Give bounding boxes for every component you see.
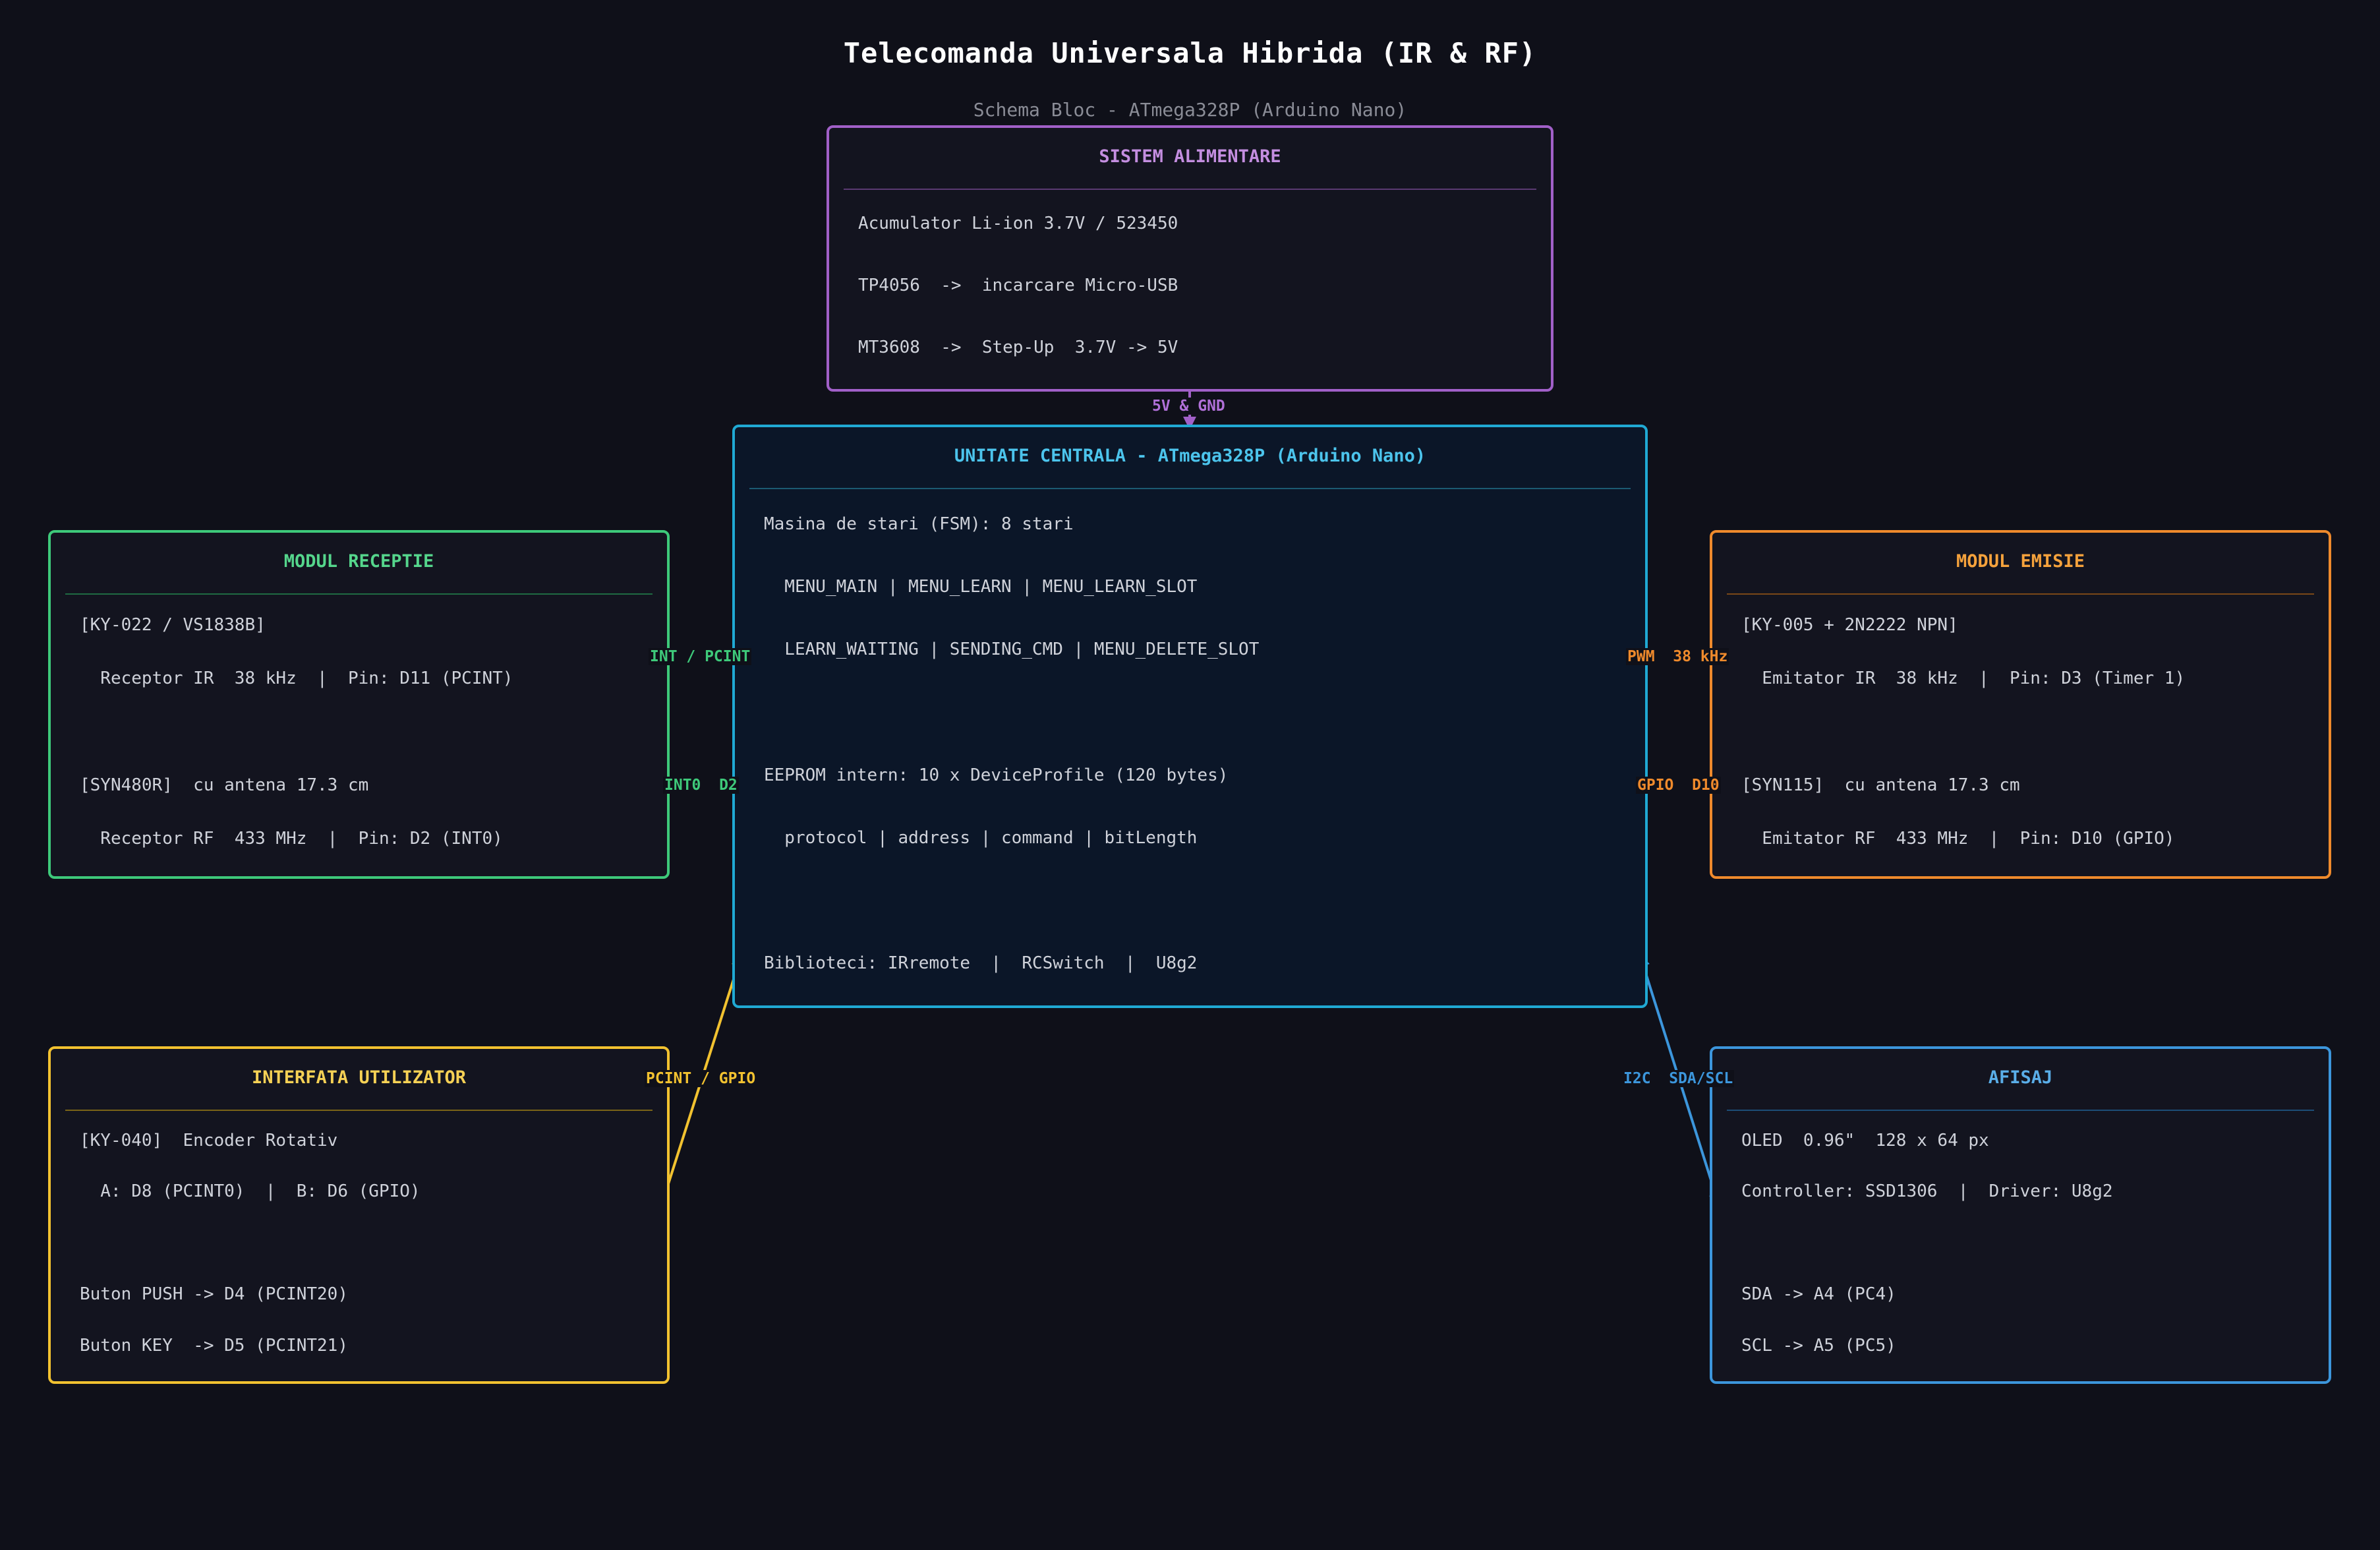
rf-tx-link-label: GPIO D10: [1636, 777, 1721, 794]
user-interface-title: INTERFATA UTILIZATOR: [65, 1067, 653, 1111]
display-line: OLED 0.96" 128 x 64 px: [1741, 1131, 1989, 1150]
central-line: EEPROM intern: 10 x DeviceProfile (120 b…: [764, 765, 1229, 785]
ui-link-label: PCINT / GPIO: [645, 1070, 757, 1087]
reception-line: [KY-022 / VS1838B]: [80, 615, 266, 635]
central-line: LEARN_WAITING | SENDING_CMD | MENU_DELET…: [764, 640, 1260, 659]
display-line: Controller: SSD1306 | Driver: U8g2: [1741, 1181, 2113, 1201]
ui-line: A: D8 (PCINT0) | B: D6 (GPIO): [80, 1181, 421, 1201]
ui-line: Buton KEY -> D5 (PCINT21): [80, 1336, 348, 1356]
display-line: SCL -> A5 (PC5): [1741, 1336, 1896, 1356]
emission-line: [KY-005 + 2N2222 NPN]: [1741, 615, 1958, 635]
reception-line: Receptor IR 38 kHz | Pin: D11 (PCINT): [80, 669, 513, 688]
power-line: TP4056 -> incarcare Micro-USB: [858, 276, 1178, 295]
emission-module-box: MODUL EMISIE [KY-005 + 2N2222 NPN] Emita…: [1710, 530, 2331, 879]
emission-line: Emitator RF 433 MHz | Pin: D10 (GPIO): [1741, 829, 2175, 849]
user-interface-box: INTERFATA UTILIZATOR [KY-040] Encoder Ro…: [48, 1046, 670, 1384]
central-line: Biblioteci: IRremote | RCSwitch | U8g2: [764, 953, 1198, 973]
ir-rx-link-label: INT / PCINT: [649, 648, 752, 665]
diagram-title: Telecomanda Universala Hibrida (IR & RF): [843, 37, 1537, 69]
central-unit-title: UNITATE CENTRALA - ATmega328P (Arduino N…: [749, 446, 1631, 489]
reception-module-title: MODUL RECEPTIE: [65, 551, 653, 595]
reception-line: [SYN480R] cu antena 17.3 cm: [80, 775, 369, 795]
display-link-label: I2C SDA/SCL: [1622, 1070, 1735, 1087]
reception-module-box: MODUL RECEPTIE [KY-022 / VS1838B] Recept…: [48, 530, 670, 879]
power-system-title: SISTEM ALIMENTARE: [844, 146, 1536, 190]
power-line: Acumulator Li-ion 3.7V / 523450: [858, 214, 1178, 233]
display-title: AFISAJ: [1727, 1067, 2314, 1111]
emission-module-title: MODUL EMISIE: [1727, 551, 2314, 595]
central-unit-box: UNITATE CENTRALA - ATmega328P (Arduino N…: [732, 425, 1648, 1008]
power-system-box: SISTEM ALIMENTARE Acumulator Li-ion 3.7V…: [827, 125, 1553, 392]
central-line: protocol | address | command | bitLength: [764, 828, 1198, 848]
emission-line: [SYN115] cu antena 17.3 cm: [1741, 775, 2020, 795]
central-line: Masina de stari (FSM): 8 stari: [764, 514, 1074, 534]
power-link-label: 5V & GND: [1151, 398, 1227, 415]
display-line: SDA -> A4 (PC4): [1741, 1284, 1896, 1304]
ui-line: [KY-040] Encoder Rotativ: [80, 1131, 338, 1150]
rf-rx-link-label: INT0 D2: [663, 777, 739, 794]
central-line: MENU_MAIN | MENU_LEARN | MENU_LEARN_SLOT: [764, 577, 1198, 597]
emission-line: Emitator IR 38 kHz | Pin: D3 (Timer 1): [1741, 669, 2186, 688]
power-line: MT3608 -> Step-Up 3.7V -> 5V: [858, 338, 1178, 357]
ui-line: Buton PUSH -> D4 (PCINT20): [80, 1284, 348, 1304]
reception-line: Receptor RF 433 MHz | Pin: D2 (INT0): [80, 829, 503, 849]
display-box: AFISAJ OLED 0.96" 128 x 64 px Controller…: [1710, 1046, 2331, 1384]
diagram-subtitle: Schema Bloc - ATmega328P (Arduino Nano): [973, 99, 1407, 121]
ir-tx-link-label: PWM 38 kHz: [1626, 648, 1729, 665]
